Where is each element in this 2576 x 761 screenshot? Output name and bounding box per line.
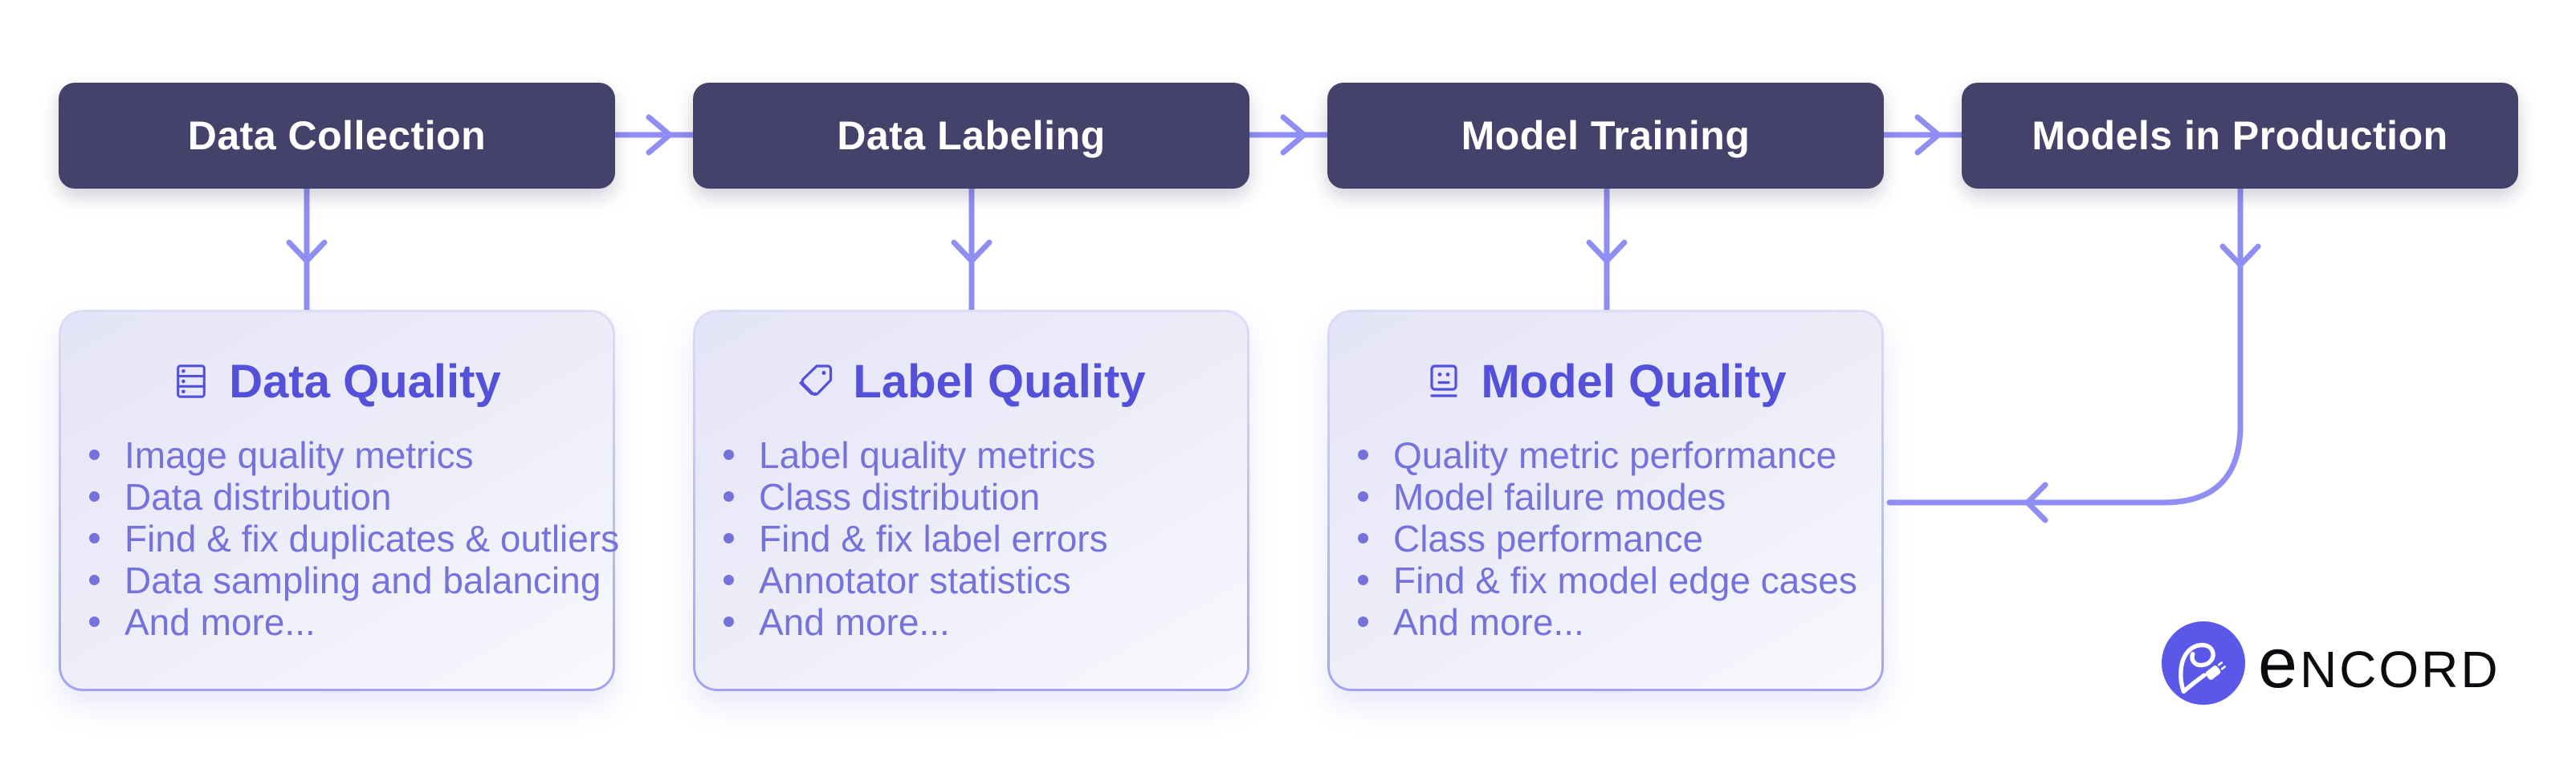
bullet-item: Label quality metrics <box>723 434 1223 476</box>
encord-logo-icon <box>2160 620 2247 706</box>
bullet-item: And more... <box>89 601 589 643</box>
card-title: Label Quality <box>853 355 1146 408</box>
bullet-item: Find & fix duplicates & outliers <box>89 518 619 560</box>
bullet-item: And more... <box>1358 601 1857 643</box>
arrow-labeling-to-label-quality-head <box>951 239 992 264</box>
bullet-list: Image quality metrics Data distribution … <box>61 434 619 643</box>
card-title-row: Data Quality <box>61 356 613 408</box>
bullet-item: Class performance <box>1358 518 1857 560</box>
robot-face-icon <box>1425 360 1465 402</box>
stage-label: Models in Production <box>2032 113 2448 158</box>
bullet-item: And more... <box>723 601 1223 643</box>
database-stack-icon <box>173 360 213 402</box>
card-title-row: Model Quality <box>1330 356 1881 408</box>
card-title: Data Quality <box>229 355 501 408</box>
arrow-production-to-model-quality-down-head <box>2219 243 2261 268</box>
bullet-item: Quality metric performance <box>1358 434 1857 476</box>
arrow-collection-to-data-quality-head <box>286 239 328 264</box>
bullet-item: Image quality metrics <box>89 434 589 476</box>
card-model-quality: Model Quality Quality metric performance… <box>1327 310 1884 691</box>
bullet-item: Class distribution <box>723 476 1223 518</box>
arrow-training-to-model-quality-head <box>1586 239 1628 264</box>
arrow-production-to-model-quality <box>1886 185 2244 506</box>
arrow-training-to-production-head <box>1914 114 1942 156</box>
bullet-item: Find & fix model edge cases <box>1358 560 1857 601</box>
card-title-row: Label Quality <box>695 356 1247 408</box>
bullet-item: Find & fix label errors <box>723 518 1223 560</box>
arrow-collection-to-labeling-head <box>646 114 673 156</box>
stage-label: Data Labeling <box>837 113 1106 158</box>
stage-model-training: Model Training <box>1327 83 1884 189</box>
stage-data-collection: Data Collection <box>59 83 615 189</box>
bullet-item: Data sampling and balancing <box>89 560 601 601</box>
card-label-quality-body: Label Quality Label quality metrics Clas… <box>695 312 1247 689</box>
bullet-list: Label quality metrics Class distribution… <box>695 434 1247 643</box>
stage-models-in-production: Models in Production <box>1962 83 2518 189</box>
arrow-production-to-model-quality-left-head <box>2024 482 2048 523</box>
stage-label: Model Training <box>1461 113 1751 158</box>
card-label-quality: Label Quality Label quality metrics Clas… <box>693 310 1249 691</box>
stage-data-labeling: Data Labeling <box>693 83 1249 189</box>
arrow-labeling-to-training-head <box>1280 114 1307 156</box>
card-data-quality: Data Quality Image quality metrics Data … <box>59 310 619 691</box>
bullet-item: Model failure modes <box>1358 476 1857 518</box>
bullet-list: Quality metric performance Model failure… <box>1330 434 1881 643</box>
encord-wordmark-e: e <box>2258 623 2300 702</box>
encord-wordmark-rest: NCORD <box>2299 641 2501 698</box>
card-data-quality-body: Data Quality Image quality metrics Data … <box>61 312 619 689</box>
card-title: Model Quality <box>1481 355 1787 408</box>
bullet-item: Data distribution <box>89 476 589 518</box>
tags-icon <box>797 360 837 402</box>
card-model-quality-body: Model Quality Quality metric performance… <box>1330 312 1881 689</box>
bullet-item: Annotator statistics <box>723 560 1223 601</box>
stage-label: Data Collection <box>187 113 487 158</box>
